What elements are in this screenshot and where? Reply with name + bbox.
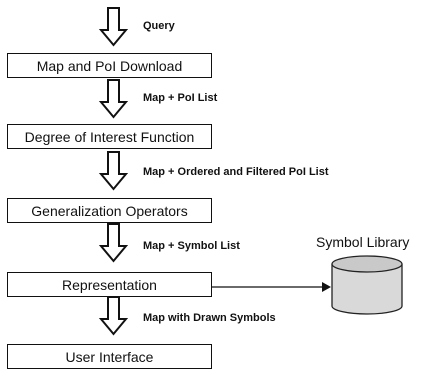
flow-label-query: Query (143, 20, 175, 32)
flow-label-symbol-list: Map + Symbol List (143, 240, 240, 252)
arrow-down-icon (98, 296, 129, 336)
flow-label-drawn-symbols: Map with Drawn Symbols (143, 312, 276, 324)
arrow-down-icon (98, 223, 129, 263)
step-label: User Interface (65, 348, 154, 365)
flow-label-ordered-poi: Map + Ordered and Filtered PoI List (143, 166, 329, 178)
arrow-down-icon (98, 7, 129, 47)
step-label: Representation (62, 276, 157, 293)
database-cylinder-icon (331, 255, 403, 315)
connector-arrowhead-icon (322, 282, 331, 292)
symbol-library-label: Symbol Library (316, 234, 410, 250)
step-label: Degree of Interest Function (24, 128, 195, 145)
step-label: Map and PoI Download (36, 57, 183, 74)
step-label: Generalization Operators (31, 202, 188, 219)
step-box-map-download: Map and PoI Download (7, 53, 212, 78)
flow-label-map-poi: Map + PoI List (143, 92, 218, 104)
step-box-generalization: Generalization Operators (7, 198, 212, 223)
step-box-degree-of-interest: Degree of Interest Function (7, 124, 212, 149)
arrow-down-icon (98, 79, 129, 119)
step-box-user-interface: User Interface (7, 344, 212, 369)
arrow-down-icon (98, 151, 129, 191)
step-box-representation: Representation (7, 272, 212, 297)
